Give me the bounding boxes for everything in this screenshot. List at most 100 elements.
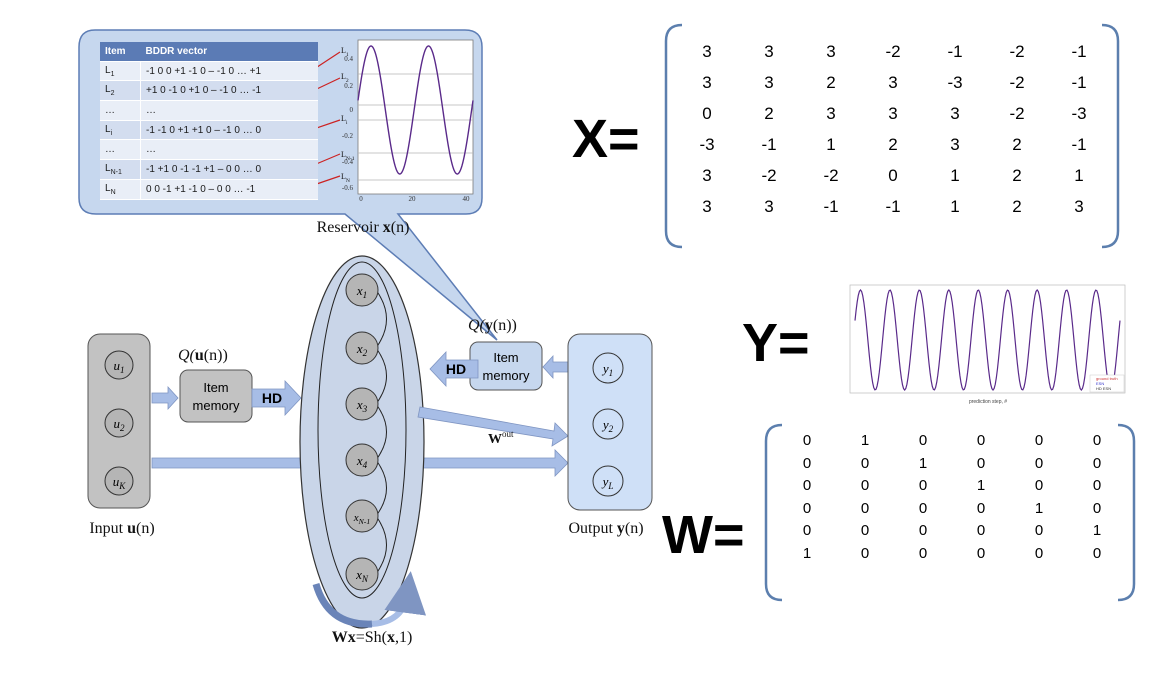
matrix-x-cell: -3 — [947, 73, 963, 92]
matrix-w-cell: 1 — [976, 477, 986, 495]
y-plot: prediction step, # ground truth ESN HD E… — [836, 279, 1127, 407]
matrix-x-cell: 3 — [702, 166, 712, 185]
bddr-vector: +1 0 -1 0 +1 0 – -1 0 … -1 — [140, 80, 318, 102]
input-node-label: uK — [113, 474, 127, 491]
matrix-x-cell: -2 — [1009, 42, 1025, 61]
matrix-x-cell: 3 — [702, 197, 712, 216]
matrix-x-cell: 2 — [888, 135, 898, 154]
y-plot-sine-line — [854, 289, 1121, 391]
matrix-w-cell: 0 — [1092, 477, 1102, 495]
matrix-x-cell: 1 — [950, 197, 960, 216]
matrix-x-cell: 3 — [950, 135, 960, 154]
matrix-w-cell: 0 — [1034, 522, 1044, 540]
matrix-w-symbol: W= — [662, 505, 745, 565]
plot-ytick: 0 — [350, 106, 354, 114]
matrix-w-cell: 0 — [1034, 477, 1044, 495]
bddr-item: Li — [100, 120, 141, 141]
y-plot-xlabel: prediction step, # — [969, 399, 1007, 405]
matrix-w-cell: 0 — [1034, 544, 1044, 562]
matrix-w-cell: 1 — [1034, 499, 1044, 517]
matrix-x-cell: 2 — [764, 104, 774, 123]
matrix-w-cell: 1 — [918, 454, 928, 472]
matrix-w-cell: 0 — [802, 499, 812, 517]
input-node-label: u2 — [113, 416, 125, 433]
matrix-x-cell: 3 — [950, 104, 960, 123]
matrix-w-cell: 0 — [976, 454, 986, 472]
callout-plot: 0.4 0.2 0 -0.2 -0.4 -0.6 0 20 40 L1 L2 L… — [341, 39, 474, 203]
matrix-x-cell: -2 — [885, 42, 901, 61]
reservoir-node-label: x3 — [356, 397, 368, 414]
reservoir-node-label: xN-1 — [353, 512, 371, 526]
matrix-x-cell: -1 — [947, 42, 963, 61]
matrix-w-cell: 1 — [1092, 522, 1102, 540]
bddr-item: LN-1 — [100, 159, 141, 180]
plot-row-label: L2 — [341, 72, 349, 84]
matrix-x-cell: -3 — [699, 135, 715, 154]
bddr-row: L1-1 0 0 +1 -1 0 – -1 0 … +1 — [100, 61, 318, 82]
y-plot-legend-item: HD ESN — [1096, 386, 1111, 391]
matrix-w-cell: 0 — [976, 522, 986, 540]
matrix-x-cell: 0 — [888, 166, 898, 185]
bddr-row: …… — [100, 139, 318, 161]
matrix-x-cell: 3 — [764, 197, 774, 216]
plot-row-label: LN — [341, 172, 350, 184]
matrix-x-cell: 2 — [826, 73, 836, 92]
matrix-x-cell: -1 — [1071, 42, 1087, 61]
y-plot-frame — [849, 284, 1126, 394]
matrix-w-cell: 1 — [860, 432, 870, 449]
matrix-x-cell: -2 — [1009, 104, 1025, 123]
output-caption: Output y(n) — [568, 520, 643, 537]
bddr-item: L1 — [100, 61, 141, 82]
matrix-x-cell: 3 — [702, 73, 712, 92]
item-memory-left-line2: memory — [193, 398, 240, 413]
reservoir-node: x3 — [345, 387, 379, 421]
arrow-hd-right — [429, 350, 479, 388]
matrix-x-cell: -1 — [823, 197, 839, 216]
bddr-vector: 0 0 -1 +1 -1 0 – 0 0 … -1 — [140, 179, 318, 200]
output-node-label: yL — [601, 474, 614, 491]
bddr-header-vector: BDDR vector — [140, 42, 318, 62]
bddr-item: … — [100, 139, 141, 161]
matrix-x-cell: 3 — [888, 73, 898, 92]
matrix-x-cell: 3 — [702, 42, 712, 61]
bddr-row: LN 0 0 -1 +1 -1 0 – 0 0 … -1 — [100, 179, 318, 200]
matrix-x-cell: 1 — [1074, 166, 1084, 185]
output-node: y2 — [592, 408, 624, 440]
matrix-w-cell: 0 — [860, 522, 870, 540]
bddr-row: L2+1 0 -1 0 +1 0 – -1 0 … -1 — [100, 80, 318, 102]
plot-xtick: 20 — [409, 195, 417, 203]
matrix-x-cell: 2 — [1012, 197, 1022, 216]
bddr-vector: -1 -1 0 +1 +1 0 – -1 0 … 0 — [140, 120, 318, 141]
plot-frame — [357, 39, 474, 195]
matrix-w-cell: 0 — [860, 477, 870, 495]
hd-label-right: HD — [446, 361, 466, 377]
reservoir-node: x1 — [345, 273, 379, 307]
input-node: u1 — [104, 350, 134, 380]
arrow-input-to-memory — [151, 385, 179, 411]
item-memory-right-line2: memory — [483, 368, 530, 383]
reservoir-node: x2 — [345, 331, 379, 365]
reservoir-node: x4 — [345, 443, 379, 477]
input-node: uK — [104, 466, 134, 496]
arrow-output-to-memory — [542, 354, 569, 380]
plot-ytick: -0.6 — [342, 184, 354, 192]
bddr-header-item: Item — [100, 42, 141, 62]
bddr-vector: -1 0 0 +1 -1 0 – -1 0 … +1 — [140, 61, 318, 82]
matrix-x-cell: -2 — [761, 166, 777, 185]
matrix-w-cell: 0 — [1092, 454, 1102, 472]
matrix-x-cell: -3 — [1071, 104, 1087, 123]
item-memory-right-line1: Item — [493, 350, 518, 365]
bddr-item: L2 — [100, 80, 141, 102]
plot-ytick: 0.2 — [344, 82, 353, 90]
matrix-x-cell: 3 — [764, 42, 774, 61]
matrix-w-cell: 0 — [976, 544, 986, 562]
bddr-vector: … — [140, 100, 318, 121]
arrow-hd-left — [251, 379, 302, 417]
reservoir-node: xN-1 — [345, 499, 379, 533]
matrix-w-cell: 0 — [918, 522, 928, 540]
matrix-w-cell: 0 — [1092, 499, 1102, 517]
matrix-w-cell: 0 — [860, 544, 870, 562]
matrix-x-cell: 2 — [1012, 135, 1022, 154]
plot-row-label: L1 — [341, 46, 349, 58]
plot-row-label: Li — [341, 114, 348, 126]
